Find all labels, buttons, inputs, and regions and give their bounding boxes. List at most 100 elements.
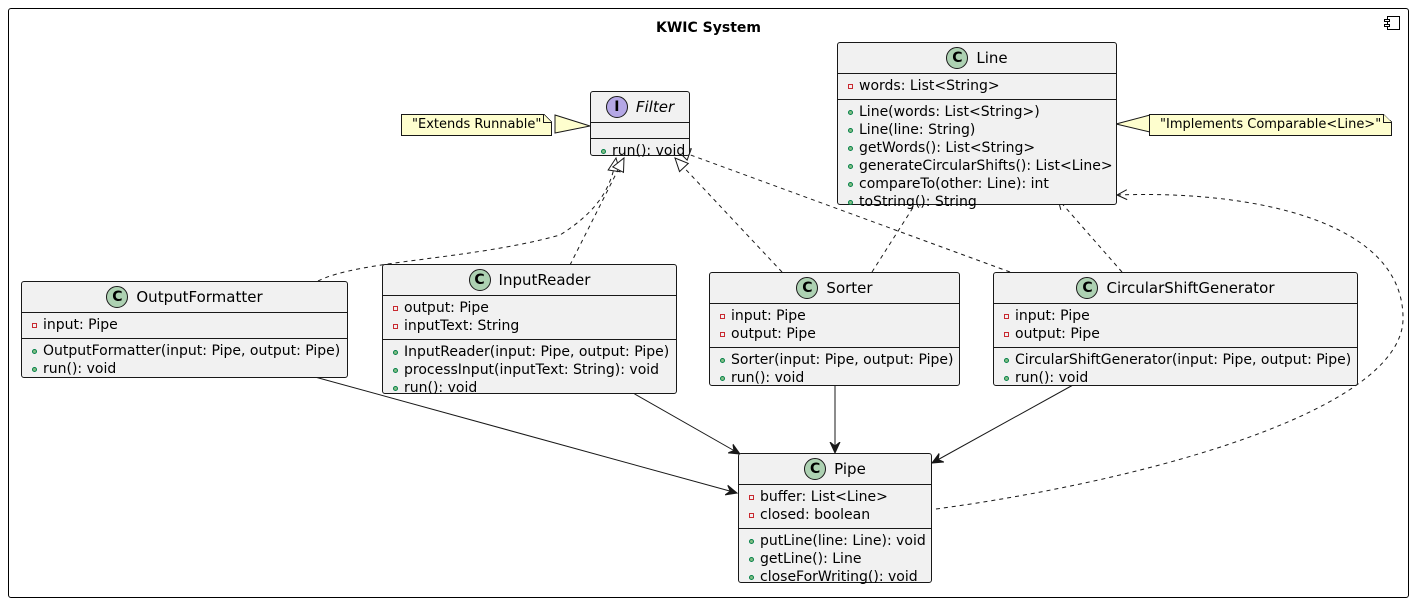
method-row: getLine(): Line: [739, 550, 931, 568]
method-text: OutputFormatter(input: Pipe, output: Pip…: [43, 343, 341, 359]
private-icon: [848, 83, 853, 89]
note-text: "Implements Comparable<Line>": [1160, 117, 1382, 132]
public-icon: [848, 181, 853, 187]
method-text: Line(words: List<String>): [859, 104, 1040, 120]
methods-section: Line(words: List<String>) Line(line: Str…: [838, 99, 1116, 215]
method-row: getWords(): List<String>: [838, 139, 1116, 157]
method-text: Sorter(input: Pipe, output: Pipe): [731, 352, 954, 368]
private-icon: [720, 313, 725, 319]
note-connector-filter: [554, 114, 591, 134]
method-text: generateCircularShifts(): List<Line>: [859, 158, 1113, 174]
class-inputreader[interactable]: C InputReader output: Pipe inputText: St…: [382, 264, 677, 396]
edge-circularshift-line: [1058, 199, 1123, 273]
private-icon: [720, 331, 725, 337]
edge-circularshift-filter: [675, 148, 1011, 273]
method-text: closeForWriting(): void: [760, 569, 918, 585]
methods-section: Sorter(input: Pipe, output: Pipe) run():…: [710, 347, 959, 391]
class-header: C Sorter: [710, 273, 959, 304]
private-icon: [393, 305, 398, 311]
class-name: InputReader: [498, 271, 591, 289]
method-row: compareTo(other: Line): int: [838, 175, 1116, 193]
method-text: toString(): String: [859, 194, 977, 210]
method-row: Line(words: List<String>): [838, 103, 1116, 121]
field-text: output: Pipe: [731, 326, 816, 342]
fields-section: input: Pipe output: Pipe: [710, 304, 959, 347]
class-line[interactable]: C Line words: List<String> Line(words: L…: [837, 42, 1117, 210]
private-icon: [1004, 331, 1009, 337]
private-icon: [749, 494, 754, 500]
method-row: processInput(inputText: String): void: [383, 361, 676, 379]
public-icon: [393, 349, 398, 355]
edge-outputformatter-filter: [317, 156, 621, 282]
field-text: input: Pipe: [1015, 308, 1090, 324]
field-text: input: Pipe: [43, 317, 118, 333]
class-filter[interactable]: I Filter run(): void: [590, 91, 690, 159]
public-icon: [32, 348, 37, 354]
public-icon: [32, 366, 37, 372]
method-text: run(): void: [731, 370, 805, 386]
fields-section: buffer: List<Line> closed: boolean: [739, 485, 931, 528]
method-row: run(): void: [994, 369, 1357, 387]
class-circularshiftgenerator[interactable]: C CircularShiftGenerator input: Pipe out…: [993, 272, 1358, 386]
method-text: getLine(): Line: [760, 551, 862, 567]
method-row: toString(): String: [838, 193, 1116, 211]
class-icon: C: [106, 286, 129, 308]
field-row: input: Pipe: [710, 307, 959, 325]
method-row: generateCircularShifts(): List<Line>: [838, 157, 1116, 175]
field-row: buffer: List<Line>: [739, 488, 931, 506]
edge-pipe-line: [935, 194, 1404, 510]
method-text: run(): void: [43, 361, 117, 377]
method-text: InputReader(input: Pipe, output: Pipe): [404, 344, 670, 360]
method-row: Line(line: String): [838, 121, 1116, 139]
methods-section: InputReader(input: Pipe, output: Pipe) p…: [383, 339, 676, 401]
interface-icon: I: [605, 96, 628, 118]
class-sorter[interactable]: C Sorter input: Pipe output: Pipe Sorter…: [709, 272, 960, 386]
method-text: run(): void: [1015, 370, 1089, 386]
class-header: C Pipe: [739, 454, 931, 485]
class-name: Line: [976, 49, 1008, 67]
note-connector-line: [1115, 114, 1151, 133]
edge-sorter-filter: [674, 157, 783, 273]
class-header: I Filter: [591, 92, 689, 123]
field-row: input: Pipe: [994, 307, 1357, 325]
field-text: closed: boolean: [760, 507, 871, 523]
method-row: closeForWriting(): void: [739, 568, 931, 586]
field-row: output: Pipe: [994, 325, 1357, 343]
methods-section: run(): void: [591, 138, 689, 164]
public-icon: [848, 127, 853, 133]
method-text: run(): void: [612, 143, 686, 159]
class-outputformatter[interactable]: C OutputFormatter input: Pipe OutputForm…: [21, 281, 348, 378]
field-row: words: List<String>: [838, 77, 1116, 95]
fields-section: words: List<String>: [838, 74, 1116, 99]
diagram-title: KWIC System: [656, 20, 761, 36]
method-row: CircularShiftGenerator(input: Pipe, outp…: [994, 351, 1357, 369]
edge-inputreader-filter: [569, 156, 625, 266]
method-row: Sorter(input: Pipe, output: Pipe): [710, 351, 959, 369]
public-icon: [601, 148, 606, 154]
field-text: output: Pipe: [404, 300, 489, 316]
methods-section: putLine(line: Line): void getLine(): Lin…: [739, 528, 931, 590]
class-pipe[interactable]: C Pipe buffer: List<Line> closed: boolea…: [738, 453, 932, 585]
component-frame: KWIC System: [8, 8, 1409, 598]
method-row: run(): void: [710, 369, 959, 387]
class-name: Filter: [635, 98, 675, 116]
method-text: CircularShiftGenerator(input: Pipe, outp…: [1015, 352, 1352, 368]
class-icon: C: [468, 269, 491, 291]
public-icon: [848, 109, 853, 115]
public-icon: [848, 163, 853, 169]
method-text: compareTo(other: Line): int: [859, 176, 1049, 192]
public-icon: [720, 357, 725, 363]
class-icon: C: [796, 277, 819, 299]
note-text: "Extends Runnable": [412, 117, 542, 132]
class-icon: C: [946, 47, 969, 69]
method-row: run(): void: [383, 379, 676, 397]
field-text: input: Pipe: [731, 308, 806, 324]
note-extends-runnable: "Extends Runnable": [401, 114, 553, 136]
public-icon: [749, 574, 754, 580]
private-icon: [749, 512, 754, 518]
class-name: Sorter: [826, 279, 873, 297]
public-icon: [848, 145, 853, 151]
public-icon: [393, 385, 398, 391]
public-icon: [848, 199, 853, 205]
